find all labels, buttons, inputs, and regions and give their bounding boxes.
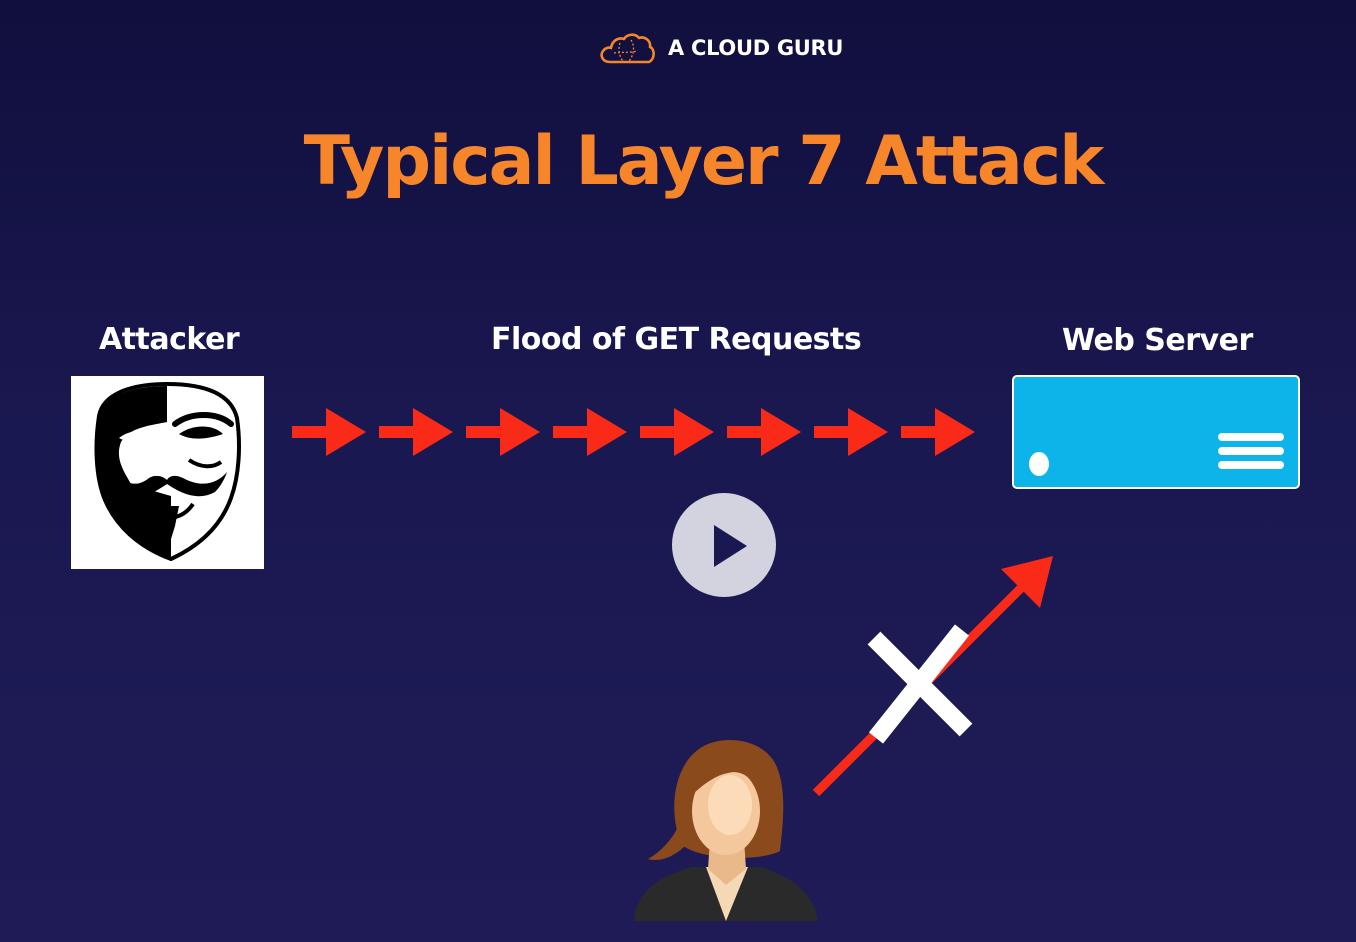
slide-title: Typical Layer 7 Attack <box>303 122 1105 201</box>
web-server-label: Web Server <box>1062 323 1253 358</box>
server-vent-line <box>1218 461 1284 469</box>
user-avatar-icon <box>634 740 818 921</box>
request-arrow <box>814 408 888 456</box>
play-button[interactable] <box>672 493 776 597</box>
brand-header: A CLOUD GURU <box>598 30 843 66</box>
request-arrow <box>292 408 366 456</box>
anonymous-mask-icon <box>94 381 241 562</box>
attacker-label: Attacker <box>99 322 240 357</box>
brand-name: A CLOUD GURU <box>668 36 844 60</box>
request-arrow <box>466 408 540 456</box>
request-arrows <box>292 408 975 456</box>
request-arrow <box>640 408 714 456</box>
attacker-image <box>71 376 264 569</box>
request-arrow <box>379 408 453 456</box>
request-arrow <box>727 408 801 456</box>
cloud-logo-icon <box>600 33 655 64</box>
server-vent-line <box>1218 433 1284 441</box>
x-mark-icon <box>867 624 973 744</box>
server-indicator-light <box>1029 452 1049 476</box>
flood-label: Flood of GET Requests <box>491 322 862 357</box>
request-arrow <box>553 408 627 456</box>
request-arrow <box>901 408 975 456</box>
server-vent-line <box>1218 447 1284 455</box>
play-icon <box>714 525 747 567</box>
server-icon <box>1012 375 1300 489</box>
